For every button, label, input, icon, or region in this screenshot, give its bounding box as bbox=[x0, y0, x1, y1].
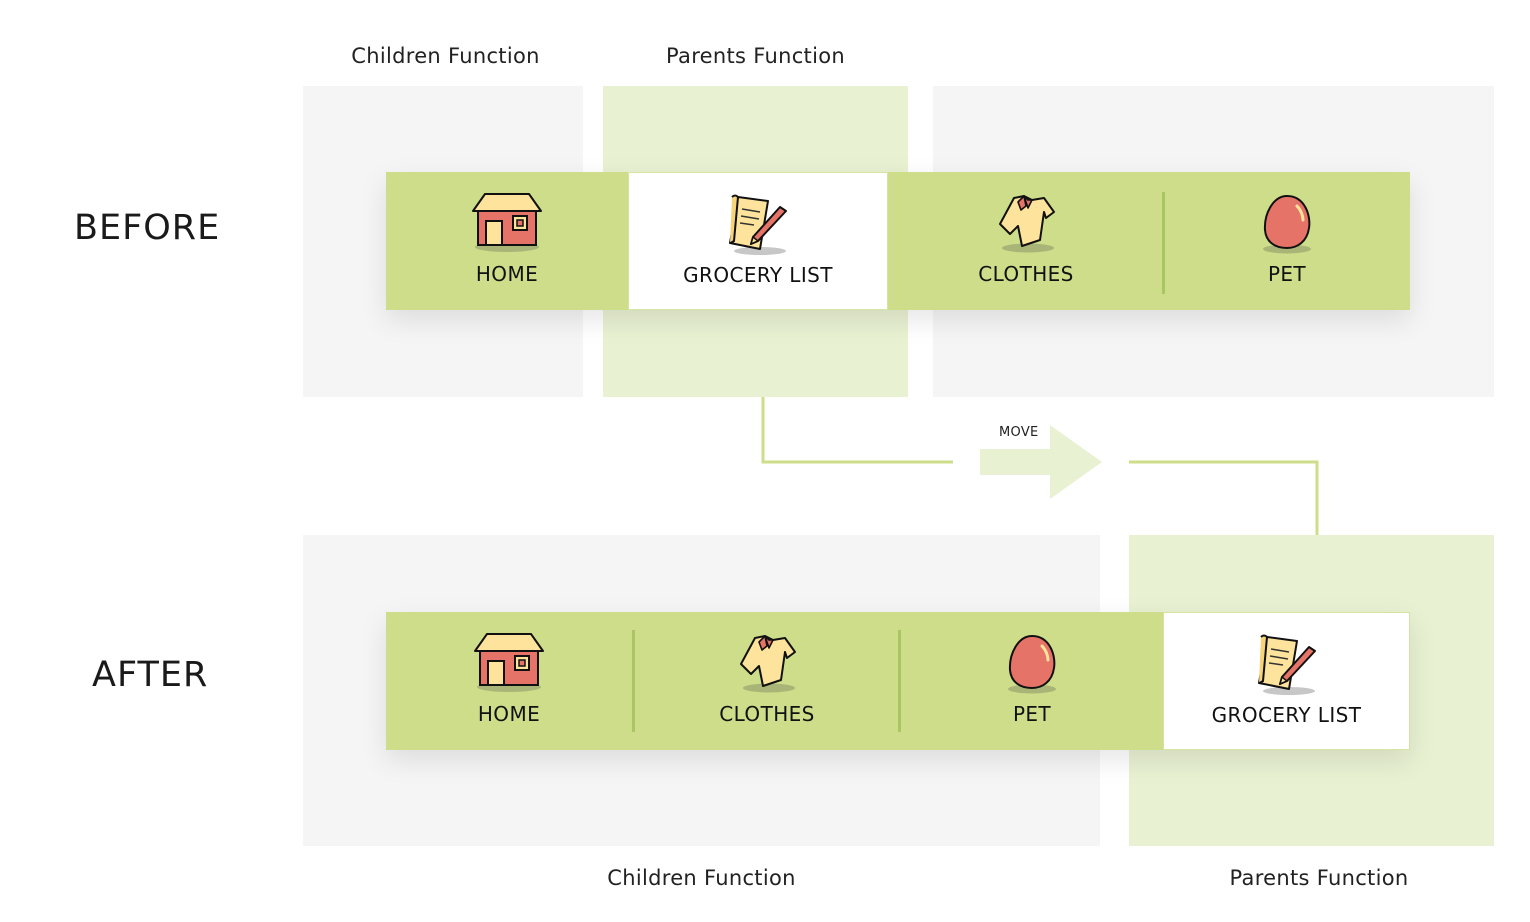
nav-separator bbox=[898, 630, 901, 732]
nav-item-label: PET bbox=[1267, 262, 1307, 286]
nav-bar-after: HOME CLOTHES PET GROCERY LIST bbox=[386, 612, 1410, 750]
nav-item-home[interactable]: HOME bbox=[386, 612, 632, 750]
nav-item-home[interactable]: HOME bbox=[386, 172, 628, 310]
nav-separator bbox=[632, 630, 635, 732]
nav-bar-before: HOME GROCERY LIST CLOTHES PET bbox=[386, 172, 1410, 310]
house-icon bbox=[471, 630, 547, 700]
children-function-label-before: Children Function bbox=[351, 44, 540, 68]
nav-item-grocery-list[interactable]: GROCERY LIST bbox=[628, 172, 888, 310]
grocery-list-icon bbox=[1249, 631, 1325, 701]
nav-item-label: PET bbox=[1012, 702, 1052, 726]
after-row-label: AFTER bbox=[92, 655, 209, 695]
nav-separator bbox=[1162, 192, 1165, 294]
nav-item-pet[interactable]: PET bbox=[1164, 172, 1410, 310]
nav-item-clothes[interactable]: CLOTHES bbox=[888, 172, 1164, 310]
nav-item-pet[interactable]: PET bbox=[901, 612, 1163, 750]
egg-icon bbox=[994, 630, 1070, 700]
nav-item-label: CLOTHES bbox=[978, 262, 1074, 286]
children-function-label-after: Children Function bbox=[607, 866, 796, 890]
parents-function-label-after: Parents Function bbox=[1229, 866, 1409, 890]
move-label: MOVE bbox=[999, 425, 1039, 440]
parents-function-label-before: Parents Function bbox=[666, 44, 845, 68]
shirt-icon bbox=[729, 630, 805, 700]
nav-item-label: HOME bbox=[475, 262, 539, 286]
before-row-label: BEFORE bbox=[74, 208, 221, 248]
nav-item-label: GROCERY LIST bbox=[1211, 703, 1362, 727]
nav-item-label: GROCERY LIST bbox=[683, 263, 833, 287]
nav-item-grocery-list[interactable]: GROCERY LIST bbox=[1163, 612, 1410, 750]
nav-item-label: CLOTHES bbox=[719, 702, 815, 726]
nav-item-label: HOME bbox=[477, 702, 541, 726]
nav-item-clothes[interactable]: CLOTHES bbox=[635, 612, 899, 750]
